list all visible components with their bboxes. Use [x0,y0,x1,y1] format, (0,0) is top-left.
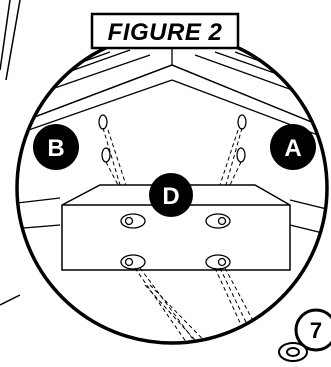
washer-icon [278,342,308,362]
figure-title-box: FIGURE 2 [90,12,240,50]
label-d-badge: D [149,173,193,217]
label-b-badge: B [33,124,79,170]
alignment-dashes-lower [134,267,276,343]
alignment-dashes-upper [102,127,243,186]
label-d: D [162,183,179,210]
panel-holes [98,114,247,163]
label-b: B [47,135,64,162]
step-badge: 7 [294,308,331,352]
figure-title: FIGURE 2 [108,19,223,46]
cam-locks [120,213,231,270]
label-a-badge: A [270,124,316,170]
label-a: A [284,135,301,162]
step-number: 7 [310,318,322,343]
corner-block [61,184,291,271]
panel-edge-lines [0,0,21,306]
